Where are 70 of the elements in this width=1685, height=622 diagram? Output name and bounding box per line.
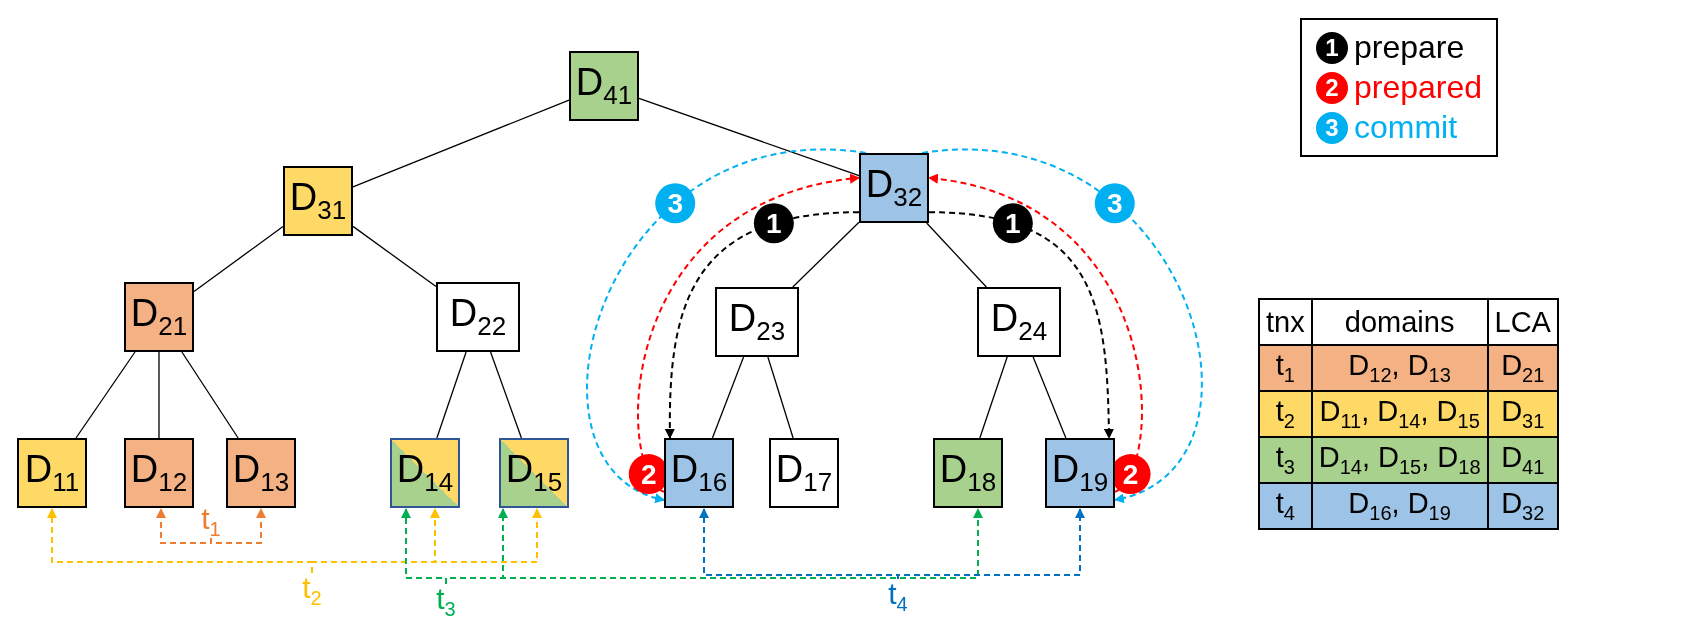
dashed-arrow (637, 174, 860, 493)
step-number-label: 3 (1094, 183, 1135, 224)
table-cell: t$_{4}$ (1259, 483, 1312, 529)
dashed-arrow (921, 149, 1203, 502)
table-header-cell: tnx (1259, 299, 1312, 345)
table-header-cell: domains (1311, 299, 1488, 345)
step-number-label: 3 (655, 183, 696, 224)
domain-box: D$_{21}$ (124, 282, 194, 352)
dashed-arrow (210, 508, 266, 544)
tree-line (436, 351, 467, 439)
tree-line (767, 356, 794, 439)
legend-swatch: 3 (1316, 111, 1348, 144)
domain-box: D$_{15}$ (499, 438, 569, 508)
domain-box: D$_{12}$ (124, 438, 194, 508)
table-cell: t$_{2}$ (1259, 391, 1312, 437)
transaction-label: t$_{3}$ (431, 584, 461, 618)
legend-swatch: 1 (1316, 31, 1348, 64)
tree-line (1032, 356, 1067, 439)
table-cell: D$_{32}$ (1487, 483, 1558, 529)
table-cell: t$_{1}$ (1259, 345, 1312, 391)
tree-line (352, 225, 437, 288)
dashed-arrow (311, 508, 542, 574)
tree-line (181, 351, 239, 439)
domain-box: D$_{16}$ (664, 438, 734, 508)
domain-box: D$_{24}$ (977, 287, 1061, 357)
domain-box: D$_{11}$ (17, 438, 87, 508)
legend-text: commit (1354, 109, 1458, 146)
table-cell: D$_{16}$, D$_{19}$ (1311, 483, 1488, 529)
table-cell: D$_{31}$ (1487, 391, 1558, 437)
dashed-arrow (664, 211, 860, 439)
legend-text: prepare (1354, 29, 1465, 66)
table-cell: D$_{14}$, D$_{15}$, D$_{18}$ (1311, 437, 1488, 483)
dashed-arrow (586, 149, 867, 502)
domain-box: D$_{41}$ (569, 51, 639, 121)
domain-box: D$_{14}$ (390, 438, 460, 508)
domain-box: D$_{19}$ (1045, 438, 1115, 508)
domain-box: D$_{17}$ (769, 438, 839, 508)
table-cell: D$_{11}$, D$_{14}$, D$_{15}$ (1311, 391, 1488, 437)
table-header-cell: LCA (1487, 299, 1558, 345)
tree-line (792, 221, 860, 288)
tree-line (158, 351, 160, 439)
table-cell: D$_{12}$, D$_{13}$ (1311, 345, 1488, 391)
dashed-arrow (928, 211, 1114, 439)
transaction-label: t$_{2}$ (297, 573, 327, 607)
dashed-arrow (445, 508, 983, 585)
domain-box: D$_{18}$ (933, 438, 1003, 508)
transaction-label: t$_{1}$ (196, 504, 226, 538)
domain-box: D$_{22}$ (436, 282, 520, 352)
tree-line (193, 225, 284, 293)
domain-box: D$_{13}$ (226, 438, 296, 508)
dashed-arrow (928, 174, 1143, 493)
tree-line (352, 99, 570, 188)
tree-line (75, 351, 136, 439)
tree-line (979, 356, 1008, 439)
transaction-label: t$_{4}$ (883, 579, 913, 613)
domain-box: D$_{23}$ (715, 287, 799, 357)
domain-box: D$_{32}$ (859, 153, 929, 223)
dashed-arrow (897, 508, 1085, 580)
tree-line (489, 351, 523, 439)
step-number-label: 1 (992, 203, 1033, 244)
table-cell: D$_{41}$ (1487, 437, 1558, 483)
table-cell: D$_{21}$ (1487, 345, 1558, 391)
table-cell: t$_{3}$ (1259, 437, 1312, 483)
domain-box: D$_{31}$ (283, 166, 353, 236)
legend-swatch: 2 (1316, 71, 1348, 104)
step-number-label: 1 (753, 203, 794, 244)
tree-line (638, 97, 860, 177)
legend-text: prepared (1354, 69, 1483, 106)
tree-line (926, 222, 987, 288)
tree-line (711, 356, 745, 439)
